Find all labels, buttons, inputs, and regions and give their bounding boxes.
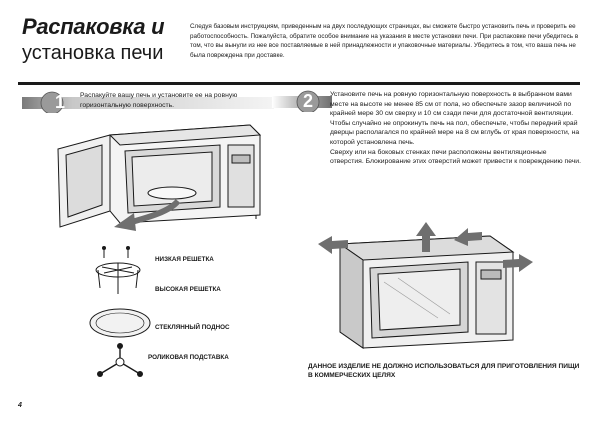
glass-tray-label: СТЕКЛЯННЫЙ ПОДНОС: [155, 324, 230, 331]
page-number: 4: [18, 402, 22, 409]
step2-banner: [272, 90, 582, 112]
closed-microwave-illustration: [318, 222, 533, 349]
low-rack-illustration: [95, 246, 141, 294]
roller-support-label: РОЛИКОВАЯ ПОДСТАВКА: [148, 354, 229, 361]
page-subtitle: установка печи: [22, 42, 164, 64]
step1-number: 1: [54, 92, 65, 112]
low-rack-label: НИЗКАЯ РЕШЕТКА: [155, 256, 214, 263]
open-microwave-illustration: [57, 124, 262, 231]
roller-support-illustration: [97, 343, 143, 377]
step2-text: Установите печь на ровную горизонтальную…: [330, 90, 582, 167]
step2-paragraph2: Сверху или на боковых стенках печи распо…: [330, 148, 581, 166]
step1-text: Распакуйте вашу печь и установите ее на …: [80, 92, 238, 109]
step1-banner: [22, 91, 274, 113]
glass-tray-illustration: [89, 308, 151, 338]
header-divider: [18, 82, 580, 85]
page-title: Распаковка и: [22, 14, 165, 39]
commercial-use-warning: ДАННОЕ ИЗДЕЛИЕ НЕ ДОЛЖНО ИСПОЛЬЗОВАТЬСЯ …: [308, 363, 580, 379]
high-rack-label: ВЫСОКАЯ РЕШЕТКА: [155, 286, 221, 293]
step2-paragraph1: Установите печь на ровную горизонтальную…: [330, 91, 580, 146]
step2-number: 2: [302, 91, 313, 111]
intro-text: Следуя базовым инструкциям, приведенным …: [190, 23, 579, 59]
